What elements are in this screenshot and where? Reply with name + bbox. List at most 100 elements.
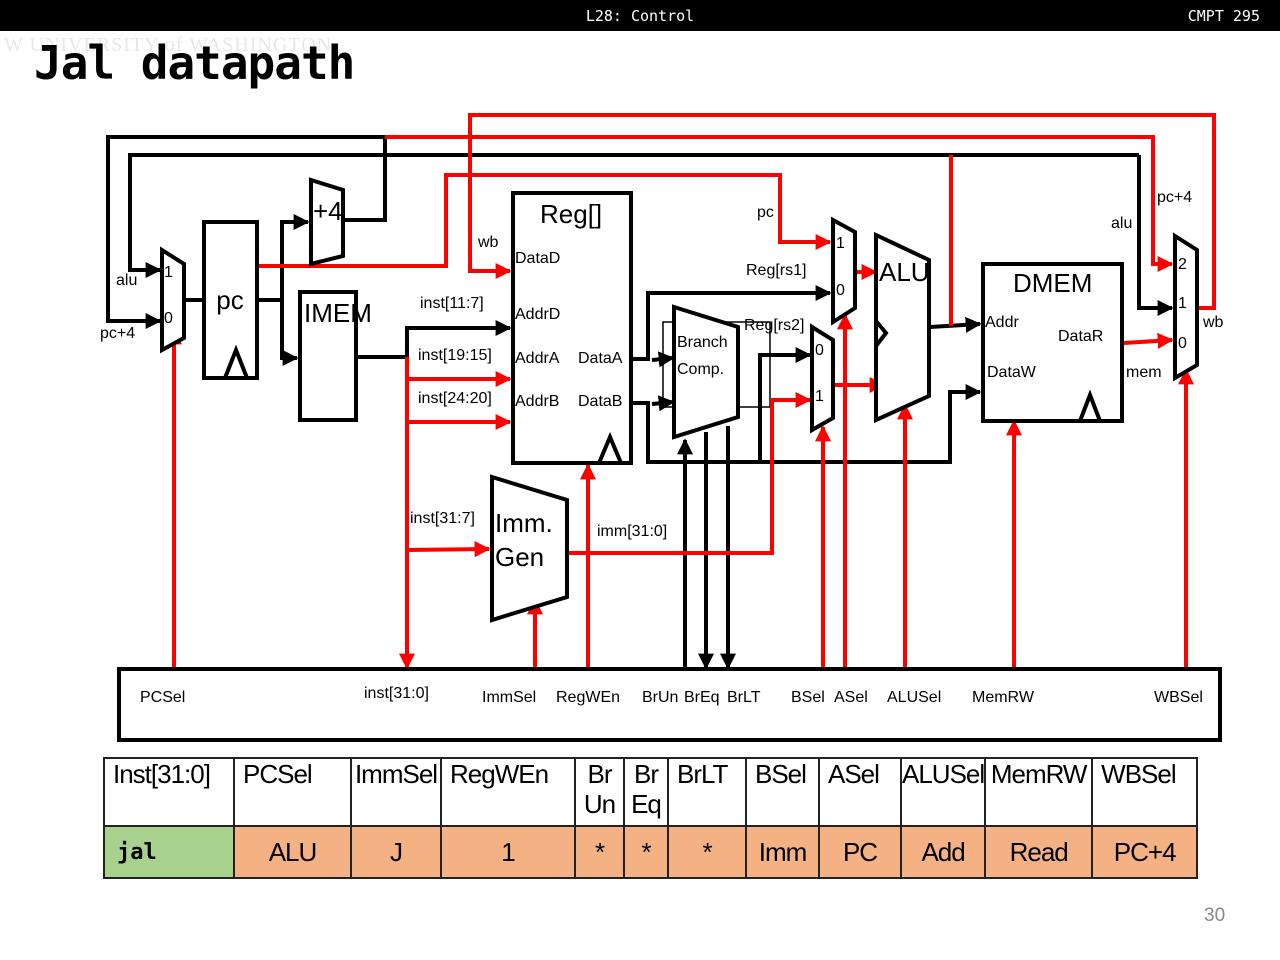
header-memrw: MemRW <box>984 757 1094 827</box>
cell-pcsel: ALU <box>233 825 352 879</box>
port-addrd: AddrD <box>515 306 560 323</box>
university-watermark: W UNIVERSITY of WASHINGTON <box>4 34 333 56</box>
wb-mux-in-1: 1 <box>1178 295 1187 312</box>
branch-comp-label-1: Branch <box>677 334 728 351</box>
branch-comp-label-2: Comp. <box>677 361 724 378</box>
port-datar: DataR <box>1058 328 1103 345</box>
label-pc4-left: pc+4 <box>100 325 135 342</box>
alu-block <box>874 231 931 424</box>
wire-pc4-to-wbmux <box>385 135 1174 272</box>
port-dataa: DataA <box>578 350 623 367</box>
signal-immsel: ImmSel <box>482 689 536 706</box>
wire-inst-11-7 <box>356 320 512 359</box>
imm-gen <box>490 474 569 623</box>
wire-alu-to-wbmux <box>1137 155 1174 316</box>
signal-asel: ASel <box>834 689 868 706</box>
alu-label: ALU <box>879 257 930 287</box>
cell-brun: * <box>574 825 625 879</box>
label-inst-19-15: inst[19:15] <box>418 347 492 364</box>
control-unit <box>117 667 1222 742</box>
label-alu-right: alu <box>1111 215 1132 232</box>
wire-wb-to-datad <box>468 113 1216 310</box>
wire-imm-to-bmux <box>568 392 812 555</box>
signal-bsel: BSel <box>791 689 825 706</box>
label-reg-rs1: Reg[rs1] <box>746 262 806 279</box>
pc-clock-icon <box>223 344 249 379</box>
plus4-label: +4 <box>313 196 343 226</box>
imem-block <box>298 290 358 422</box>
label-inst-31-7: inst[31:7] <box>410 510 475 527</box>
dmem-block <box>981 262 1124 423</box>
port-addrb: AddrB <box>515 393 559 410</box>
cell-breq: * <box>623 825 669 879</box>
branch-comparator <box>672 304 740 440</box>
cell-regwen: 1 <box>440 825 576 879</box>
wb-mux-in-2: 2 <box>1178 256 1187 273</box>
cell-immsel: J <box>350 825 442 879</box>
port-addr: Addr <box>985 314 1019 331</box>
wire-datab-to-bmux <box>758 347 812 462</box>
wire-inst-31-7 <box>406 541 491 558</box>
cell-inst: jal <box>103 825 235 879</box>
signal-breq: BrEq <box>684 689 720 706</box>
wire-pc-to-plus4 <box>257 214 310 302</box>
header-bsel: BSel <box>745 757 820 827</box>
a-mux-in-1: 1 <box>836 235 845 252</box>
header-pcsel: PCSel <box>233 757 352 827</box>
wire-dataa <box>632 285 832 361</box>
wire-alu-to-addr <box>929 316 982 333</box>
signal-alusel: ALUSel <box>887 689 941 706</box>
wire-pc-to-imem <box>280 300 299 366</box>
slide-header-bar: L28: Control CMPT 295 <box>0 0 1280 31</box>
b-mux-in-0: 0 <box>815 342 824 359</box>
label-pc-top: pc <box>757 204 774 221</box>
register-file <box>511 191 633 465</box>
header-brlt: BrLT <box>667 757 747 827</box>
signal-brlt: BrLT <box>727 689 761 706</box>
label-alu-left: alu <box>116 272 137 289</box>
label-wb-right: wb <box>1202 314 1224 331</box>
label-mem: mem <box>1126 364 1162 381</box>
pc-mux <box>160 246 186 354</box>
header-asel: ASel <box>818 757 902 827</box>
dmem-label: DMEM <box>1013 268 1092 298</box>
label-inst-24-20: inst[24:20] <box>418 390 492 407</box>
imem-label: IMEM <box>304 298 372 328</box>
wb-mux <box>1173 232 1199 382</box>
imm-gen-label-1: Imm. <box>495 508 553 538</box>
reg-clock-icon <box>597 431 623 464</box>
port-datad: DataD <box>515 250 560 267</box>
signal-wbsel: WBSel <box>1154 689 1203 706</box>
cell-asel: PC <box>818 825 902 879</box>
cell-bsel: Imm <box>745 825 820 879</box>
port-addra: AddrA <box>515 350 560 367</box>
header-inst: Inst[31:0] <box>103 757 235 827</box>
wb-mux-in-0: 0 <box>1178 335 1187 352</box>
cell-brlt: * <box>667 825 747 879</box>
header-wbsel: WBSel <box>1091 757 1199 827</box>
pc-register <box>202 220 259 380</box>
page-number: 30 <box>1204 905 1226 926</box>
b-mux <box>810 323 835 434</box>
signal-pcsel: PCSel <box>140 689 185 706</box>
header-regwen: RegWEn <box>440 757 576 827</box>
pc-mux-in-0: 0 <box>164 310 173 327</box>
wire-datar-to-wbmux <box>1123 332 1174 349</box>
reg-label: Reg[] <box>540 199 602 229</box>
label-wb-reg: wb <box>477 234 499 251</box>
pc-mux-in-1: 1 <box>164 264 173 281</box>
label-reg-rs2: Reg[rs2] <box>744 317 804 334</box>
header-immsel: ImmSel <box>350 757 442 827</box>
slide-title: Jal datapath <box>34 36 355 90</box>
datapath-diagram: pc +4 IMEM Reg[] Branch Comp. Imm. Gen A… <box>100 113 1224 742</box>
signal-brun: BrUn <box>642 689 678 706</box>
cell-wbsel: PC+4 <box>1091 825 1199 879</box>
lecture-title: L28: Control <box>585 7 695 25</box>
label-imm-31-0: imm[31:0] <box>597 523 667 540</box>
label-inst-11-7: inst[11:7] <box>420 295 484 312</box>
signal-memrw: MemRW <box>972 689 1035 706</box>
